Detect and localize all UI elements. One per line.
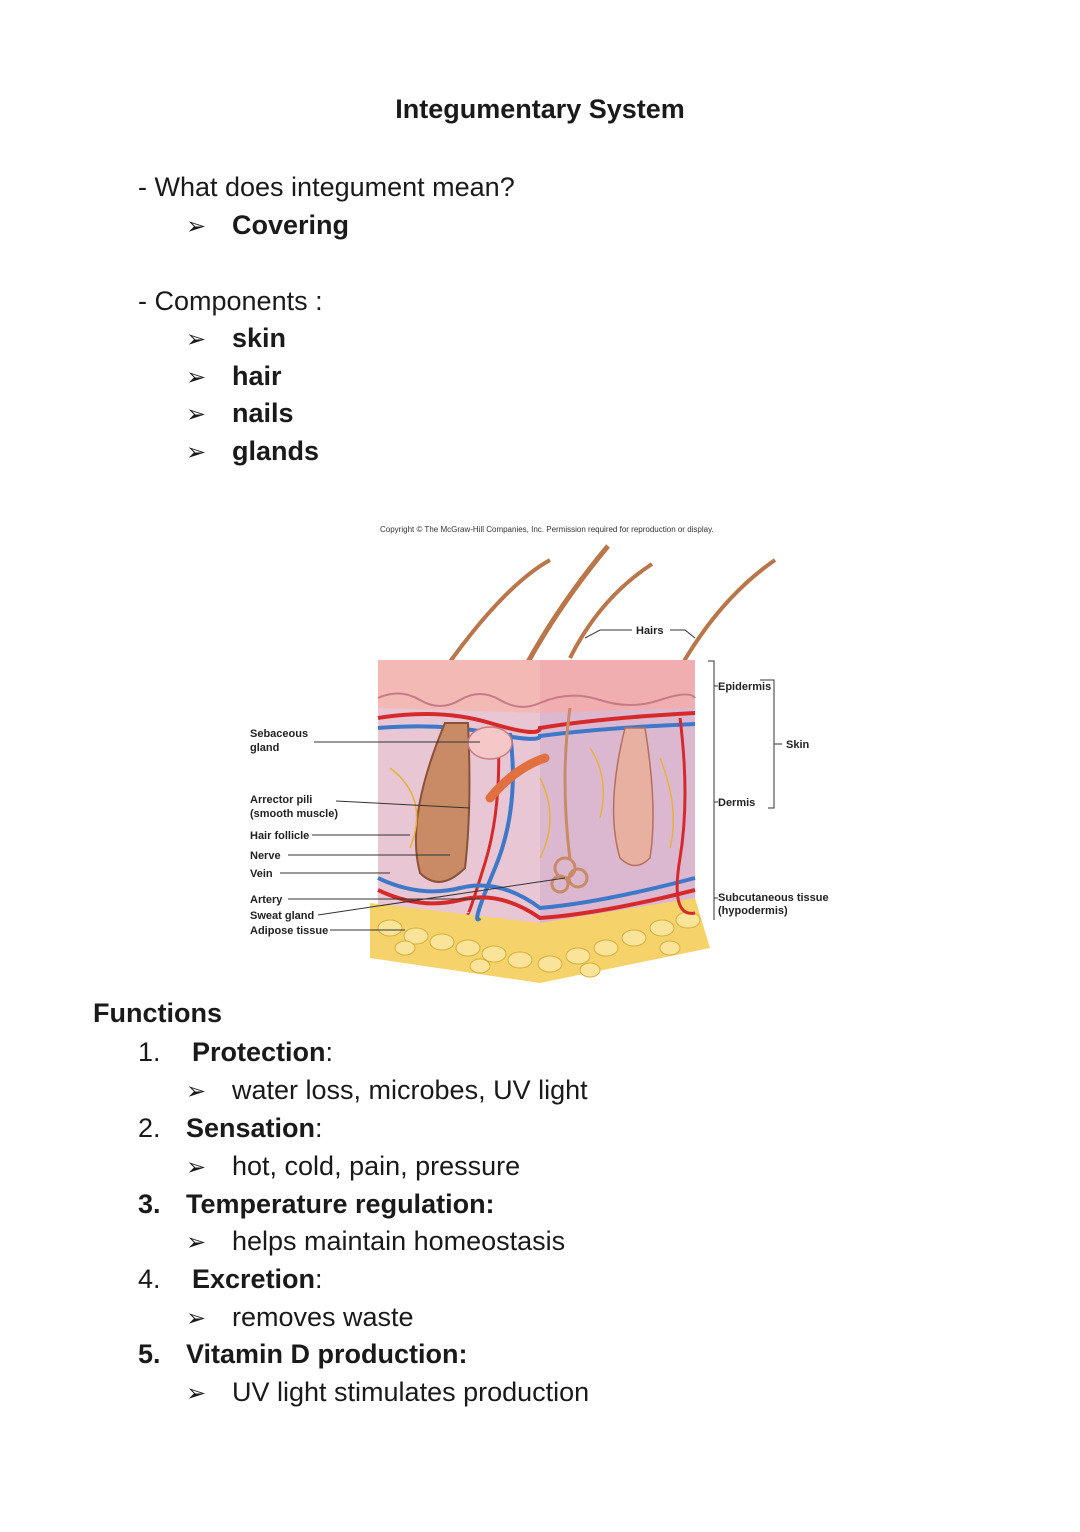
function-name: Vitamin D production:	[186, 1339, 468, 1369]
arrow-bullet-icon: ➢	[186, 1380, 207, 1407]
function-number: 5.	[138, 1339, 161, 1369]
label-sebaceous-gland: gland	[250, 742, 279, 754]
function-detail: ➢ hot, cold, pain, pressure	[186, 1151, 520, 1182]
adipose-layer	[370, 898, 710, 983]
answer-bullet: ➢ Covering	[186, 210, 349, 241]
functions-heading: Functions	[93, 998, 222, 1028]
arrow-bullet-icon: ➢	[186, 1078, 207, 1105]
epidermis-boundary	[539, 693, 696, 706]
function-item: 2. Sensation:	[138, 1113, 323, 1144]
skin-diagram-svg: Copyright © The McGraw-Hill Companies, I…	[250, 525, 829, 983]
arrow-bullet-icon: ➢	[186, 213, 207, 240]
label-hair-follicle: Hair follicle	[250, 830, 309, 842]
skin-diagram: Copyright © The McGraw-Hill Companies, I…	[240, 518, 840, 988]
label-smooth-muscle: (smooth muscle)	[250, 808, 338, 820]
component-item: ➢ hair	[186, 361, 282, 392]
label-leader-lines	[280, 741, 566, 931]
component-label: glands	[232, 436, 320, 466]
page-title: Integumentary System	[395, 94, 685, 124]
function-detail: ➢ helps maintain homeostasis	[186, 1226, 565, 1257]
arrow-bullet-icon: ➢	[186, 1229, 207, 1256]
label-adipose: Adipose tissue	[250, 925, 328, 937]
figure-copyright: Copyright © The McGraw-Hill Companies, I…	[380, 525, 714, 534]
label-hairs: Hairs	[636, 625, 664, 637]
function-suffix: :	[315, 1113, 323, 1143]
layer-brackets	[708, 660, 782, 920]
function-detail: ➢ water loss, microbes, UV light	[186, 1075, 588, 1106]
function-number: 1.	[138, 1037, 161, 1067]
epidermis-boundary	[377, 692, 541, 708]
function-detail-text: water loss, microbes, UV light	[232, 1075, 588, 1105]
hair-strand	[678, 558, 777, 669]
label-artery: Artery	[250, 894, 283, 906]
component-label: nails	[232, 398, 294, 428]
hairs-leader-line	[584, 629, 696, 639]
function-number: 4.	[138, 1264, 161, 1294]
arrow-bullet-icon: ➢	[186, 326, 207, 353]
question-text: - What does integument mean?	[138, 172, 515, 202]
function-suffix: :	[315, 1264, 323, 1294]
artery-vessel	[377, 711, 696, 734]
epidermis-right	[540, 660, 695, 713]
function-detail: ➢ UV light stimulates production	[186, 1377, 589, 1408]
function-name: Excretion	[192, 1264, 316, 1294]
hair-strand	[568, 562, 654, 659]
arrow-bullet-icon: ➢	[186, 439, 207, 466]
function-detail-text: hot, cold, pain, pressure	[232, 1151, 521, 1181]
answer-text: Covering	[232, 210, 350, 240]
function-name: Sensation	[186, 1113, 316, 1143]
label-epidermis: Epidermis	[718, 681, 771, 693]
arrow-bullet-icon: ➢	[186, 401, 207, 428]
component-item: ➢ nails	[186, 398, 294, 429]
label-nerve: Nerve	[250, 850, 281, 862]
sebaceous-gland-shape	[467, 726, 513, 760]
components-heading: - Components :	[138, 286, 323, 316]
label-vein: Vein	[250, 868, 273, 880]
function-item: 5. Vitamin D production:	[138, 1339, 468, 1370]
component-item: ➢ glands	[186, 436, 319, 467]
artery-vessel	[675, 717, 696, 915]
function-number: 3.	[138, 1189, 161, 1219]
function-item: 1. Protection:	[138, 1037, 333, 1068]
label-dermis: Dermis	[718, 797, 755, 809]
nerve-fibers	[389, 747, 675, 859]
label-sweat-gland: Sweat gland	[250, 910, 314, 922]
function-suffix: :	[325, 1037, 334, 1067]
label-sebaceous: Sebaceous	[250, 728, 308, 740]
arrow-bullet-icon: ➢	[186, 1154, 207, 1181]
arrow-bullet-icon: ➢	[186, 364, 207, 391]
function-detail-text: UV light stimulates production	[232, 1377, 590, 1407]
hair-follicle-shape	[612, 727, 654, 867]
function-item: 3. Temperature regulation:	[138, 1189, 495, 1220]
function-name: Protection	[192, 1037, 326, 1067]
artery-vessel	[377, 888, 696, 921]
function-detail: ➢ removes waste	[186, 1302, 414, 1333]
vein-vessel	[377, 876, 696, 911]
component-label: skin	[232, 323, 287, 353]
function-item: 4. Excretion:	[138, 1264, 323, 1295]
component-label: hair	[232, 361, 282, 391]
arrector-pili-muscle	[485, 753, 550, 803]
hair-follicle-shape	[414, 722, 471, 883]
label-subcutaneous: Subcutaneous tissue	[718, 892, 829, 904]
vein-vessel	[377, 722, 696, 741]
function-number: 2.	[138, 1113, 161, 1143]
function-detail-text: removes waste	[232, 1302, 414, 1332]
label-hypodermis: (hypodermis)	[718, 905, 788, 917]
arrow-bullet-icon: ➢	[186, 1305, 207, 1332]
function-name: Temperature regulation:	[186, 1189, 495, 1219]
artery-vessel	[466, 729, 501, 915]
epidermis-left	[378, 660, 540, 713]
adipose-cells	[377, 911, 701, 978]
label-arrector-pili: Arrector pili	[250, 794, 312, 806]
component-item: ➢ skin	[186, 323, 286, 354]
function-detail-text: helps maintain homeostasis	[232, 1226, 566, 1256]
label-skin: Skin	[786, 739, 810, 751]
